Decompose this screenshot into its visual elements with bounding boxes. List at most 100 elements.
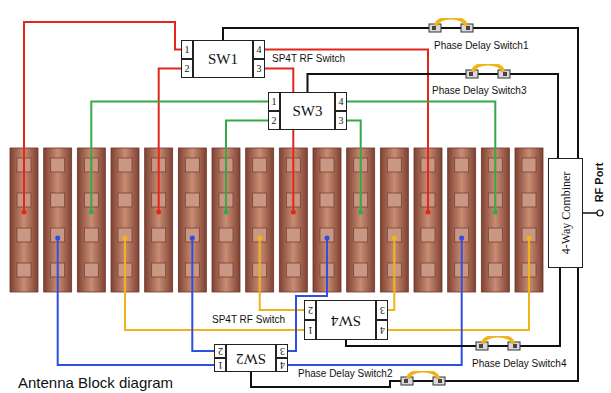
feed-dot [426,210,431,215]
antenna-patch [219,263,233,277]
port-box: 3 [276,344,288,358]
antenna-patch [455,193,469,207]
switch-label: Phase Delay Switch4 [472,358,567,370]
feed-dot [156,210,161,215]
port-number: 2 [185,64,190,74]
feed-dot [257,236,262,241]
antenna-patch [320,158,334,172]
antenna-patch [152,263,166,277]
antenna-patch [185,193,199,207]
antenna-patch [185,228,199,242]
feed-wire [347,102,495,213]
feed-dot [224,210,229,215]
port-number: 2 [308,305,313,315]
phase-delay-symbol [400,371,446,391]
antenna-patch [17,263,31,277]
antenna-array [10,148,543,292]
antenna-patch [354,263,368,277]
port-number: 1 [308,325,313,335]
antenna-patch [152,228,166,242]
connector-line [346,340,475,346]
feed-dot [459,236,464,241]
feed-wire [24,22,181,212]
port-box: 2 [214,344,226,358]
rf-switch-box: SW4 [316,300,376,340]
feed-wire [265,69,293,213]
rf-port-connector [597,210,603,216]
antenna-patch [253,228,267,242]
phase-delay-switch: Phase Delay Switch1 [428,18,474,38]
antenna-patch [387,193,401,207]
port-box: 4 [253,40,265,59]
antenna-patch [253,193,267,207]
feed-dot [527,236,532,241]
switch-name: SW1 [208,51,238,68]
port-number: 4 [280,360,285,370]
port-box: 1 [214,358,226,372]
port-box: 4 [376,320,388,340]
port-box: 1 [268,92,280,111]
feed-dots [22,210,532,241]
port-label: RF Port [593,162,606,202]
feed-dot [291,210,296,215]
feed-dot [325,236,330,241]
port-number: 4 [380,325,385,335]
port-box: 3 [335,111,347,130]
antenna-patch [488,263,502,277]
feed-wire [347,121,361,213]
antenna-patch [522,193,536,207]
antenna-patch [84,263,98,277]
port-box: 1 [304,320,316,340]
phase-delay-symbol [465,64,511,84]
feed-wire [159,69,181,213]
red-wires [24,22,428,212]
feed-dot [190,236,195,241]
feed-dot [123,236,128,241]
antenna-patch [118,158,132,172]
port-box: 4 [335,92,347,111]
combiner-box: 4-Way Combiner [548,158,583,268]
port-number: 2 [218,346,223,356]
antenna-patch [455,158,469,172]
antenna-patch [320,228,334,242]
port-number: 1 [272,97,277,107]
feed-wire [91,102,268,213]
component-label: SP4T RF Switch [212,314,285,326]
port-box: 3 [376,300,388,320]
feed-wire [388,238,529,330]
combiner-label: 4-Way Combiner [558,172,573,255]
feed-wire [125,238,304,330]
antenna-patch [51,158,65,172]
rf-port-stub [583,212,597,214]
diagram-caption: Antenna Block diagram [18,374,173,391]
switch-name: SW4 [331,312,361,329]
antenna-patch [488,228,502,242]
switch-label: Phase Delay Switch1 [434,40,529,52]
feed-wire [58,238,214,365]
feed-dot [55,236,60,241]
port-box: 3 [253,59,265,78]
phase-delay-switch: Phase Delay Switch3 [465,64,511,84]
antenna-patch [185,158,199,172]
rf-switch-box: SW1 [193,40,253,78]
feed-wire [192,238,214,351]
feed-dot [22,210,27,215]
port-box: 4 [276,358,288,372]
feed-dot [392,236,397,241]
phase-delay-symbol [475,336,521,356]
antenna-patch [17,228,31,242]
feed-wire [226,121,268,213]
connector-line [446,268,578,381]
antenna-patch [118,193,132,207]
antenna-patch [286,263,300,277]
antenna-patch [387,228,401,242]
connector-line [521,268,560,346]
antenna-patch [84,228,98,242]
connector-line [223,28,428,40]
antenna-patch [51,193,65,207]
port-number: 3 [339,116,344,126]
port-number: 2 [272,116,277,126]
port-box: 2 [268,111,280,130]
port-number: 3 [257,64,262,74]
